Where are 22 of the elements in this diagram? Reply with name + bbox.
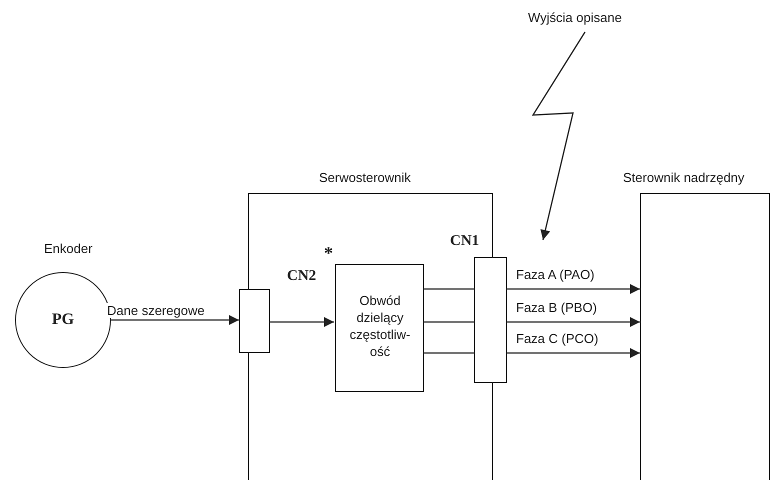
node-title: Serwosterownik [319, 170, 411, 185]
connector-label: CN2 [287, 268, 316, 285]
edge-label: Faza A (PAO) [515, 267, 596, 282]
node-caption: Enkoder [44, 241, 92, 256]
arrow [507, 317, 640, 327]
arrow [507, 284, 640, 294]
connector-label: CN1 [450, 233, 480, 250]
edge-label: Faza C (PCO) [515, 331, 600, 346]
arrow [111, 315, 239, 325]
arrow [270, 317, 334, 327]
connector-line [423, 321, 474, 323]
edge-label: Faza B (PBO) [515, 300, 598, 315]
connector-line [423, 288, 474, 290]
arrow [507, 348, 640, 358]
node-text: Obwód dzielący częstotliw- ość [348, 292, 412, 360]
node-label: PG [52, 311, 74, 329]
node-text: Wyjścia opisane [528, 10, 622, 25]
connector-line [423, 352, 474, 354]
footnote-mark: * [324, 243, 333, 264]
arrow [532, 32, 586, 240]
node-title: Sterownik nadrzędny [623, 170, 744, 185]
edge-label: Dane szeregowe [106, 303, 206, 318]
